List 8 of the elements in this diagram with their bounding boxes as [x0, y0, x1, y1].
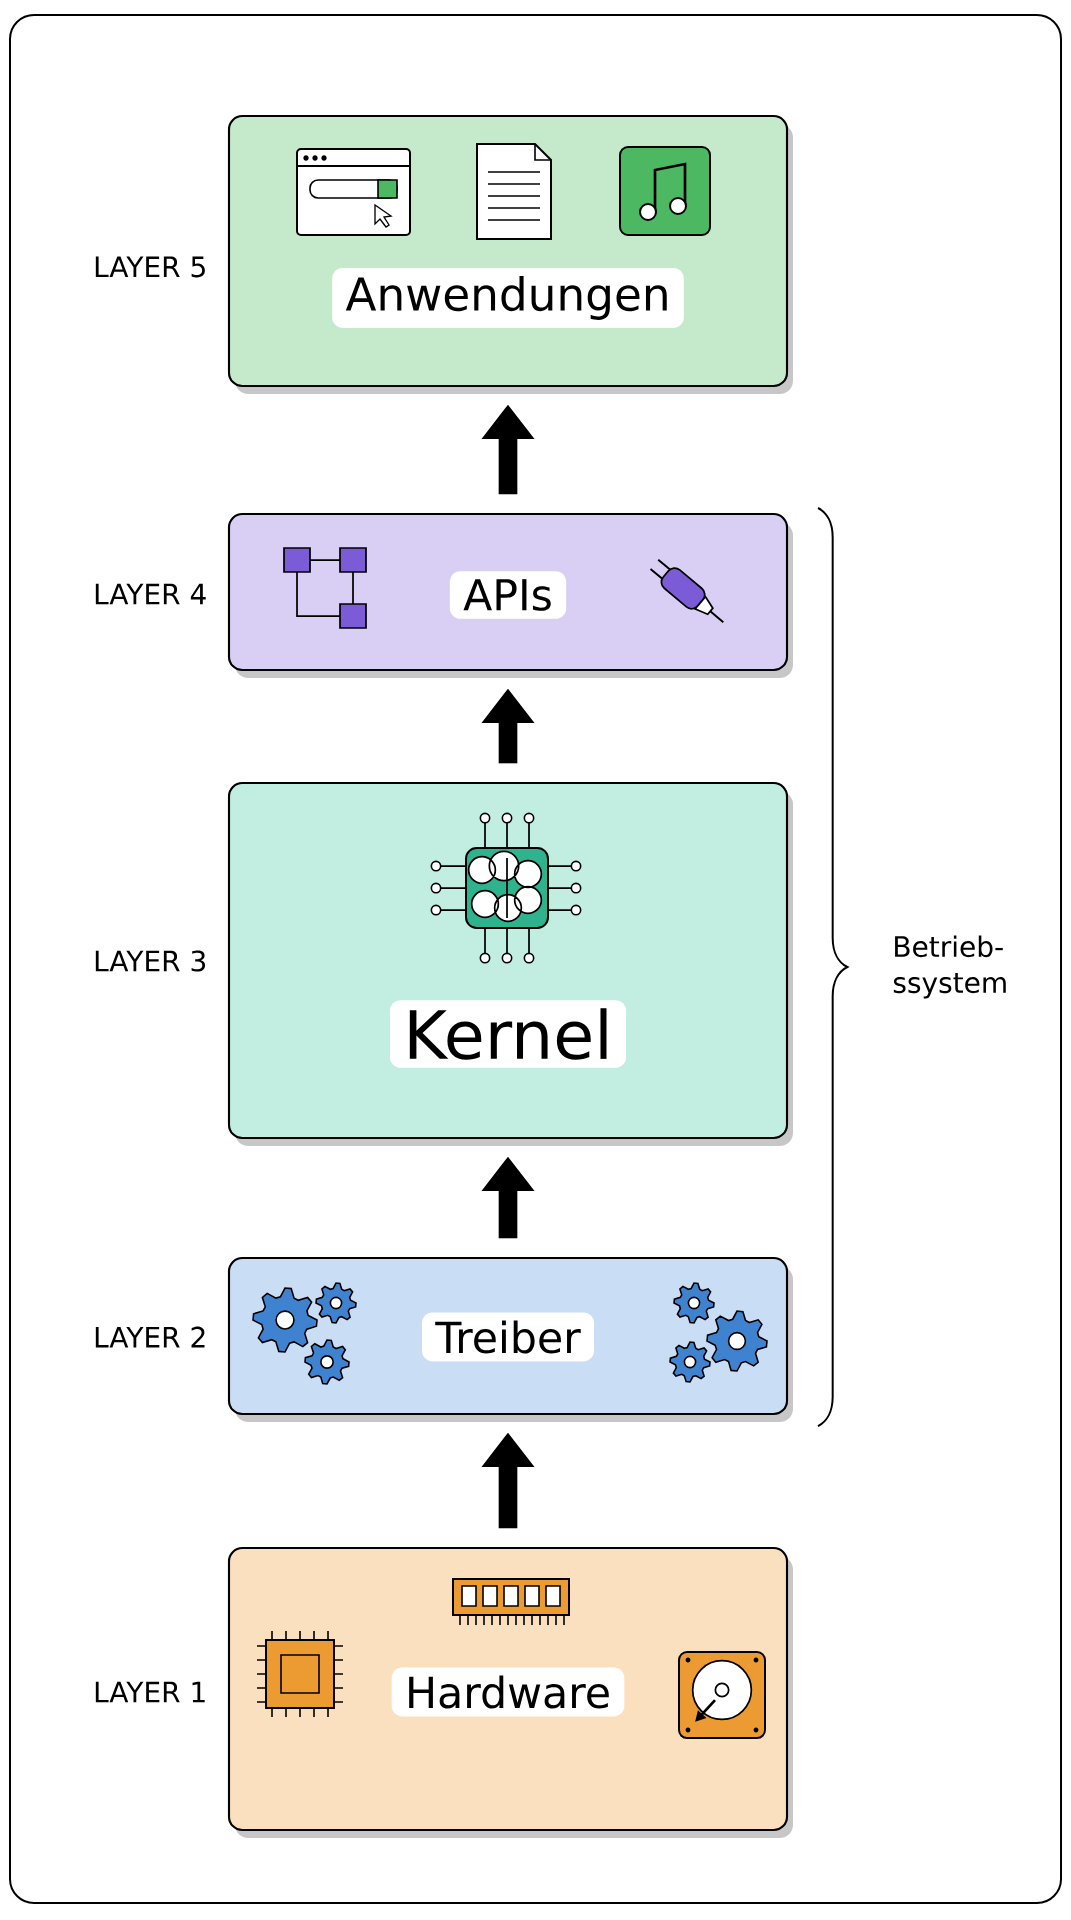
brace-label: Betrieb- ssystem	[893, 935, 1006, 999]
layer-label: LAYER 2	[95, 1326, 205, 1348]
layer-box: Kernel	[227, 782, 793, 1146]
layer-label: LAYER 4	[95, 583, 206, 605]
layer-box: APIs	[227, 512, 793, 678]
layer-label: LAYER 5	[95, 256, 205, 278]
layer-label: LAYER 1	[95, 1681, 205, 1703]
layer-label: LAYER 3	[95, 950, 206, 972]
